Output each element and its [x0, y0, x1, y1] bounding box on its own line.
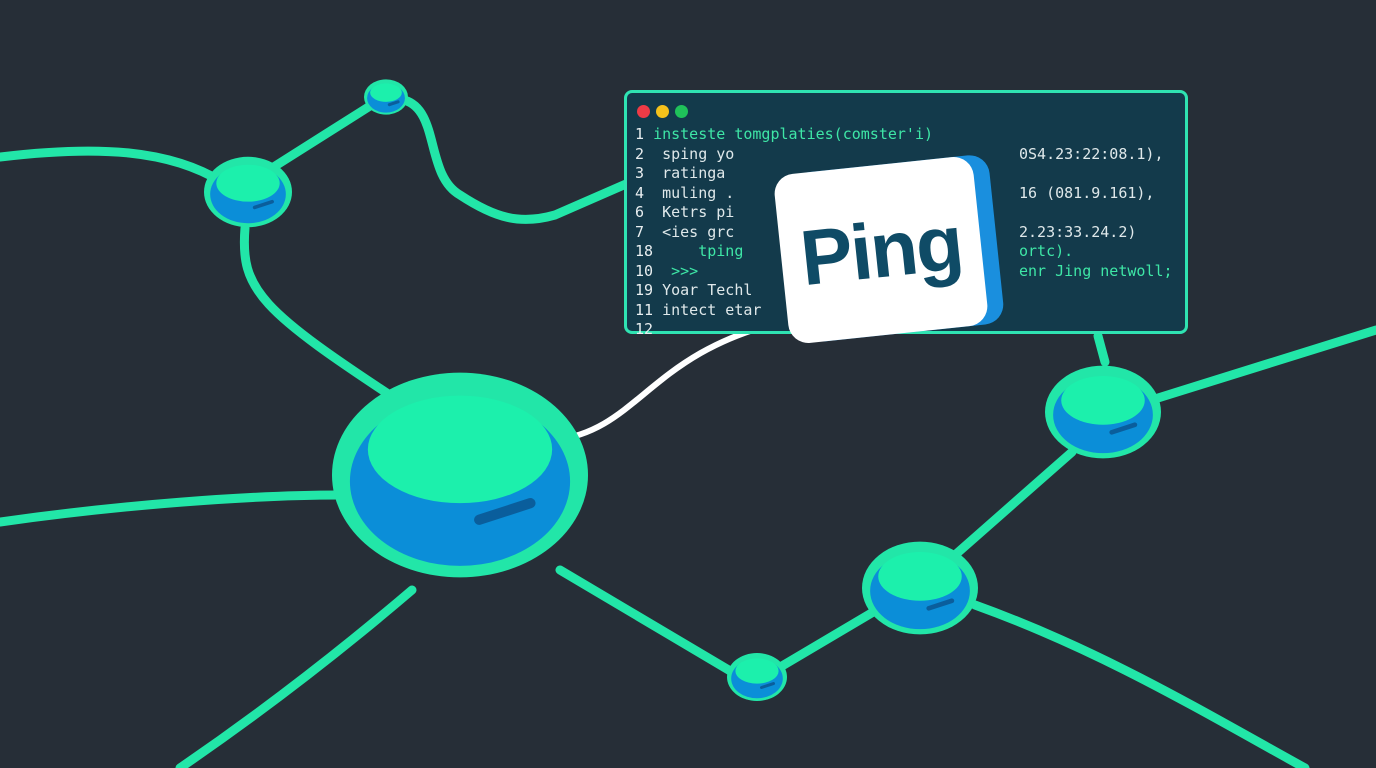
network-link	[950, 447, 1077, 560]
code-line: 12	[635, 320, 662, 339]
network-node	[862, 541, 978, 635]
network-link	[777, 603, 885, 671]
network-node	[364, 79, 408, 115]
code-line: 3 ratinga	[635, 164, 725, 183]
code-text: intect etar	[662, 300, 762, 319]
network-node	[204, 156, 292, 228]
code-text: Ketrs pi	[653, 203, 735, 221]
code-text: <ies grc	[653, 222, 735, 241]
network-link	[267, 101, 375, 173]
line-number: 2	[635, 144, 645, 163]
code-text-right: 16 (081.9.161),	[1019, 183, 1155, 202]
line-number: 7	[635, 222, 645, 241]
window-controls	[637, 105, 688, 118]
code-line: 11 intect etar	[635, 301, 761, 320]
network-link	[0, 490, 345, 527]
code-text: tping	[662, 242, 744, 260]
maximize-dot[interactable]	[675, 105, 688, 118]
code-text: Yoar Techl	[662, 281, 753, 299]
network-node	[727, 653, 787, 701]
network-node	[1045, 365, 1161, 459]
line-number: 18	[635, 242, 654, 260]
code-line: 19 Yoar Techl	[635, 281, 752, 300]
line-number: 10	[635, 261, 654, 280]
minimize-dot[interactable]	[656, 105, 669, 118]
network-link	[555, 565, 737, 677]
code-line: 6 Ketrs pi	[635, 203, 734, 222]
line-number: 4	[635, 183, 645, 202]
code-text: muling .	[653, 183, 735, 202]
code-line: 1 insteste tomgplaties(comster'i)	[635, 125, 933, 144]
network-link	[1153, 325, 1376, 403]
code-line: 18 tping	[635, 242, 743, 261]
code-text: ratinga	[653, 164, 726, 182]
code-text-right: enr Jing netwoll;	[1019, 261, 1173, 280]
ping-card: Ping	[772, 155, 990, 345]
code-line: 2 sping yo	[635, 145, 734, 164]
code-text: insteste tomgplaties(comster'i)	[653, 125, 934, 143]
network-link	[970, 600, 1310, 768]
close-dot[interactable]	[637, 105, 650, 118]
code-line: 7 <ies grc	[635, 223, 734, 242]
code-text-right: 2.23:33.24.2)	[1019, 222, 1137, 241]
line-number: 3	[635, 164, 645, 182]
code-text-right: ortc).	[1019, 242, 1074, 260]
code-text: sping yo	[653, 144, 735, 163]
network-link	[239, 223, 410, 410]
code-text-right: 0S4.23:22:08.1),	[1019, 144, 1164, 163]
ping-connection-line	[554, 317, 791, 443]
network-link	[399, 95, 631, 224]
network-link	[175, 585, 417, 768]
network-link	[1093, 331, 1110, 367]
line-number: 12	[635, 320, 654, 338]
code-line: 4 muling .	[635, 184, 734, 203]
ping-label: Ping	[796, 197, 966, 302]
line-number: 6	[635, 203, 645, 221]
code-text: >>>	[662, 261, 699, 280]
network-link	[0, 146, 227, 187]
line-number: 1	[635, 125, 645, 143]
code-line: 10 >>>	[635, 262, 698, 281]
line-number: 11	[635, 300, 654, 319]
line-number: 19	[635, 281, 654, 299]
network-node	[332, 372, 588, 578]
